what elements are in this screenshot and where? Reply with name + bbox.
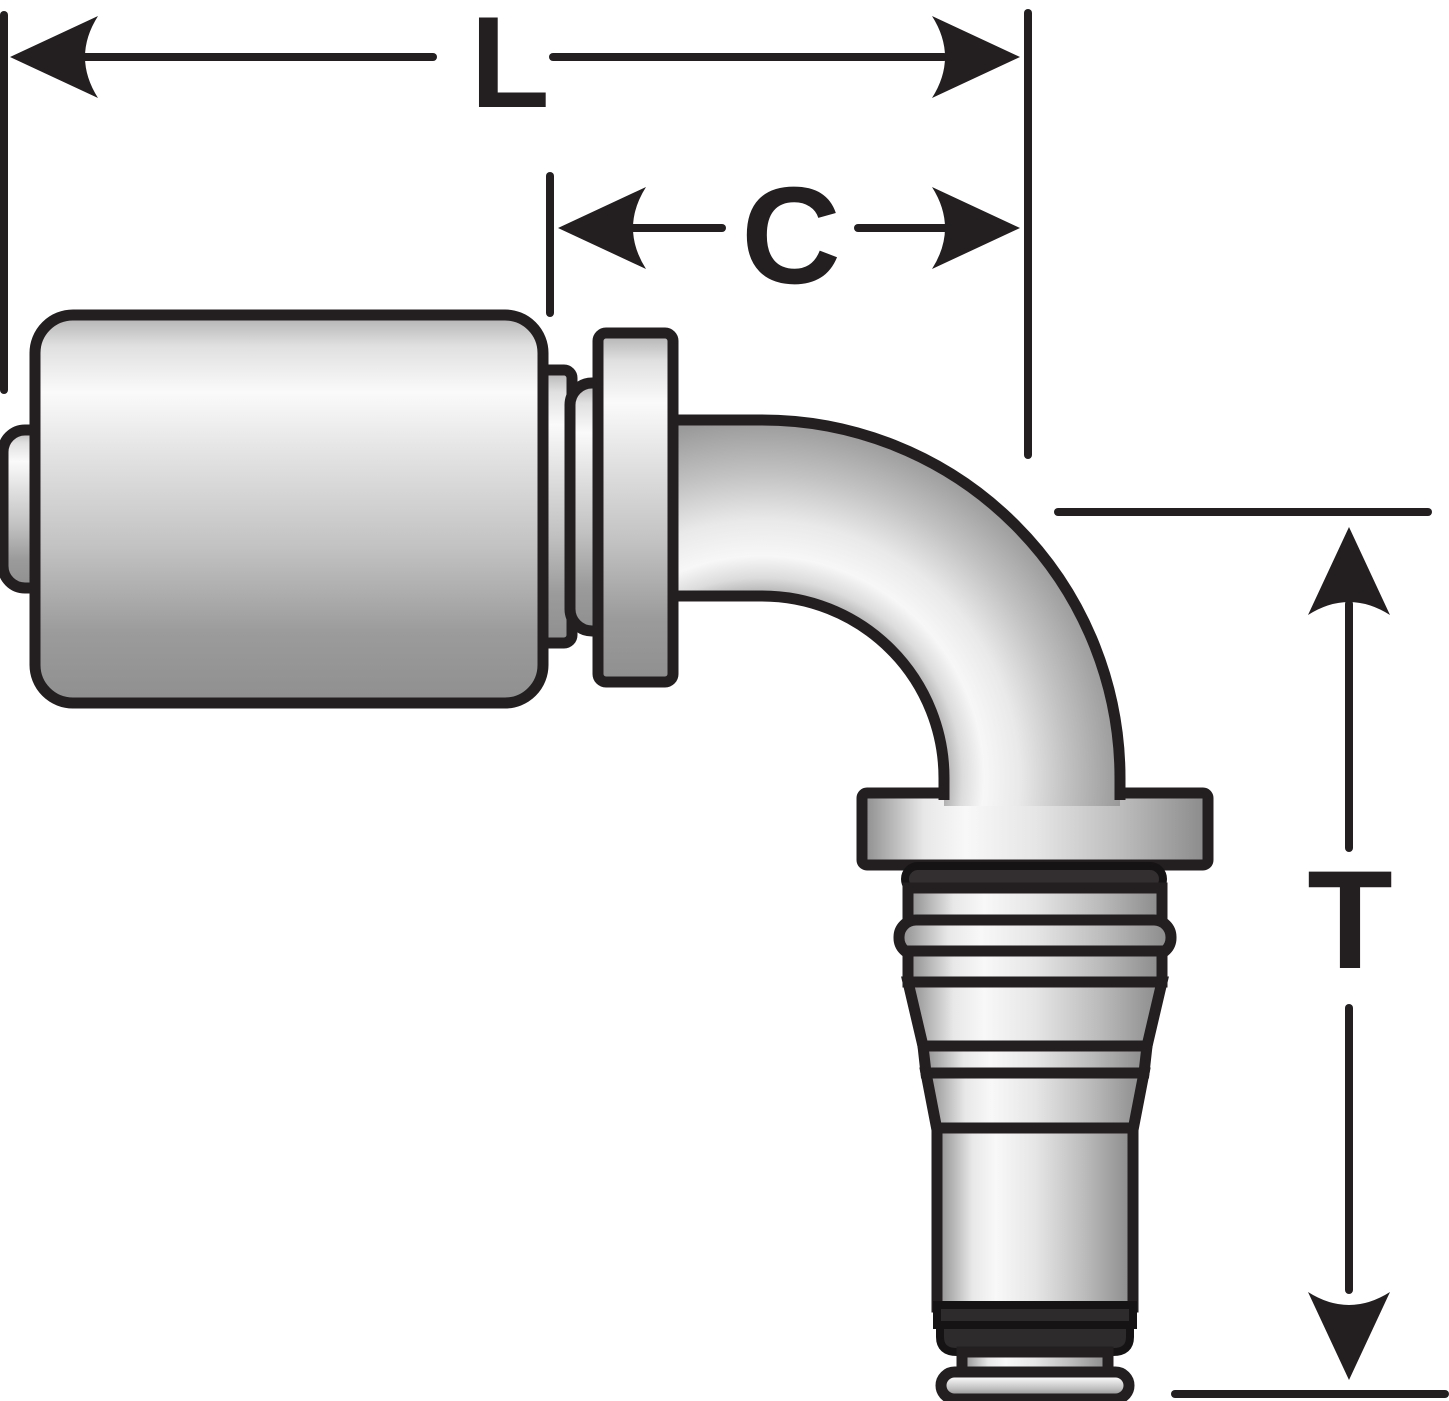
mounting-flange: [592, 327, 679, 688]
elbow-tube-inner-edge: [652, 590, 950, 800]
elbow-tube-outer-edge: [652, 414, 1126, 800]
stem-taper-lower: [919, 1067, 1151, 1136]
dimension-c: C: [546, 159, 1020, 317]
arrow-up-icon: [1308, 527, 1390, 615]
elbow-tube: [652, 420, 1120, 806]
fitting-body: [0, 309, 1214, 1401]
dimension-l-label: L: [470, 0, 549, 135]
dimension-t-label: T: [1307, 841, 1393, 998]
dimension-c-label: C: [741, 159, 841, 313]
arrow-right-icon: [932, 187, 1020, 269]
arrow-down-icon: [1308, 1292, 1390, 1380]
dimension-l: L: [0, 0, 1032, 459]
arrow-left-icon: [558, 187, 646, 269]
stem-cylinder: [931, 1122, 1139, 1313]
arrow-right-icon: [932, 16, 1020, 98]
pilot-cap: [935, 1366, 1135, 1401]
arrow-left-icon: [10, 16, 98, 98]
stem-taper-upper: [901, 976, 1169, 1052]
crimp-ferrule: [29, 309, 549, 709]
dimension-t: T: [1054, 508, 1449, 1398]
